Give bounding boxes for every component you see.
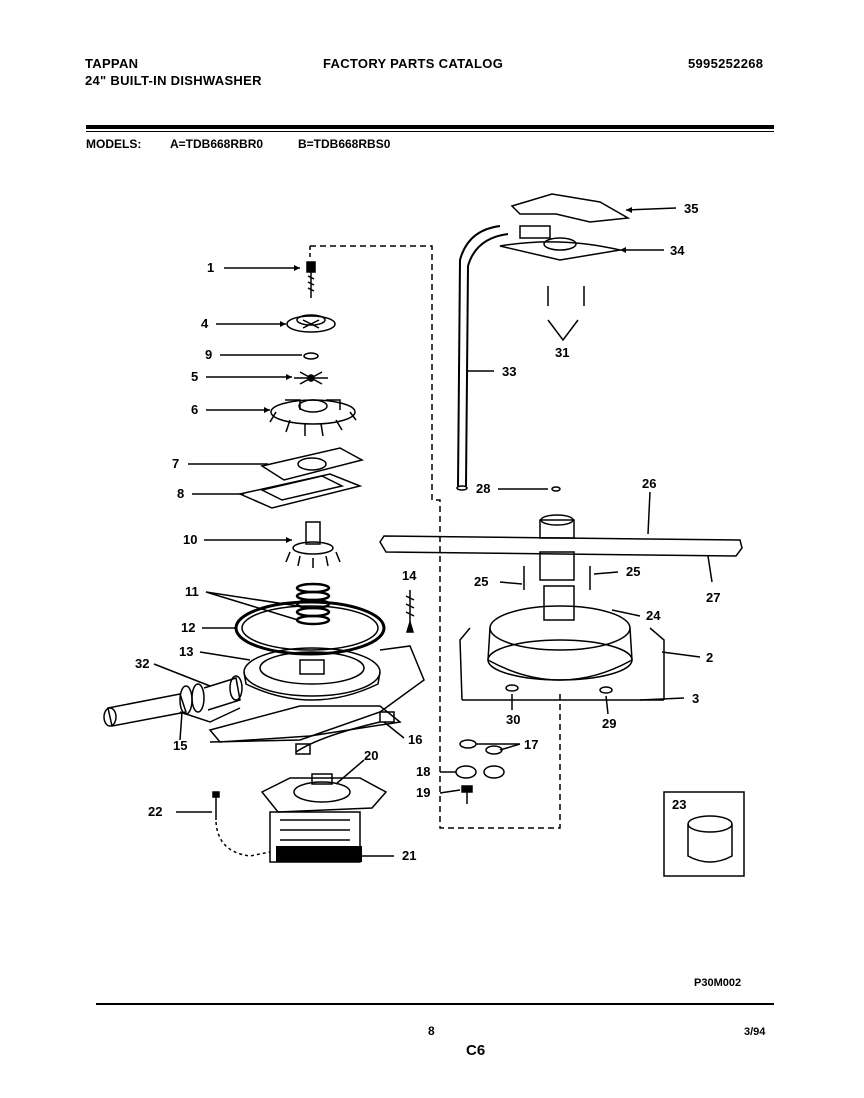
- screw-22-part: [212, 791, 271, 857]
- gasket-part: [260, 447, 365, 481]
- revision-date: 3/94: [744, 1026, 766, 1038]
- callout-24: 24: [646, 608, 661, 623]
- screw-25-part: [523, 566, 591, 590]
- models-label: MODELS:: [86, 137, 142, 151]
- footer-rule: [96, 1003, 774, 1005]
- callout-27: 27: [706, 590, 720, 605]
- callout-19: 19: [416, 785, 430, 800]
- callout-6: 6: [191, 402, 198, 417]
- callout-5: 5: [191, 369, 198, 384]
- screw-31-part: [547, 286, 585, 306]
- drawing-code: P30M002: [694, 977, 742, 989]
- callout-26: 26: [642, 476, 656, 491]
- washer-stack-part: [455, 739, 505, 804]
- catalog-title: FACTORY PARTS CATALOG: [323, 56, 504, 71]
- callout-10: 10: [183, 532, 197, 547]
- product-name: 24" BUILT-IN DISHWASHER: [85, 73, 262, 88]
- header-rule: [86, 125, 774, 129]
- screw-14-part: [405, 590, 415, 633]
- o-ring-28-part: [551, 486, 561, 492]
- impeller-part: [269, 399, 357, 437]
- callout-1: 1: [207, 260, 214, 275]
- catalog-number: 5995252268: [688, 56, 764, 71]
- lower-spray-arm-part: [379, 514, 743, 581]
- callout-23: 23: [672, 797, 686, 812]
- callout-9: 9: [205, 347, 212, 362]
- callout-8: 8: [177, 486, 184, 501]
- callout-20: 20: [364, 748, 378, 763]
- model-b: B=TDB668RBS0: [298, 137, 391, 151]
- callout-15: 15: [173, 738, 187, 753]
- grommet-30-part: [505, 684, 519, 692]
- callout-30: 30: [506, 712, 520, 727]
- bracket-part: [459, 627, 665, 701]
- callout-21: 21: [402, 848, 416, 863]
- callout-17: 17: [524, 737, 538, 752]
- callout-35: 35: [684, 201, 698, 216]
- callout-13: 13: [179, 644, 193, 659]
- motor-part: [260, 773, 388, 863]
- callout-18: 18: [416, 764, 430, 779]
- plate-part: [237, 473, 363, 509]
- callout-32: 32: [135, 656, 149, 671]
- clamp-part: [208, 705, 402, 755]
- pump-housing-part: [243, 647, 381, 701]
- assembly-dashed-outline: [310, 245, 561, 829]
- callout-16: 16: [408, 732, 422, 747]
- upper-spray-arm-part: [499, 193, 631, 261]
- drain-hose-part: [103, 675, 243, 727]
- callout-14: 14: [402, 568, 417, 583]
- callout-3: 3: [692, 691, 699, 706]
- page-number: 8: [428, 1024, 435, 1038]
- callout-29: 29: [602, 716, 616, 731]
- callout-28: 28: [476, 481, 490, 496]
- o-ring-part: [303, 352, 319, 360]
- callout-31: 31: [555, 345, 569, 360]
- seal-ring-part: [234, 600, 386, 656]
- callout-25: 25: [474, 574, 488, 589]
- shaft-part: [285, 521, 341, 568]
- callout-4: 4: [201, 316, 209, 331]
- callout-34: 34: [670, 243, 685, 258]
- section-code: C6: [466, 1042, 486, 1059]
- model-a: A=TDB668RBR0: [170, 137, 264, 151]
- callout-33: 33: [502, 364, 516, 379]
- supply-tube-part: [457, 225, 509, 487]
- spring-part: [295, 582, 331, 626]
- brand-name: TAPPAN: [85, 56, 139, 71]
- callout-11: 11: [185, 584, 199, 599]
- header-rule-thin: [86, 131, 774, 132]
- filter-box-part: [663, 791, 745, 877]
- callout-25: 25: [626, 564, 640, 579]
- grommet-29-part: [599, 686, 613, 694]
- filter-cartridge-part: [687, 815, 733, 863]
- screw-part: [306, 261, 316, 298]
- spider-part: [294, 371, 328, 385]
- pump-body-part: [487, 585, 633, 681]
- callout-12: 12: [181, 620, 195, 635]
- callout-2: 2: [706, 650, 713, 665]
- callout-22: 22: [148, 804, 162, 819]
- callout-7: 7: [172, 456, 179, 471]
- cap-part: [286, 314, 336, 333]
